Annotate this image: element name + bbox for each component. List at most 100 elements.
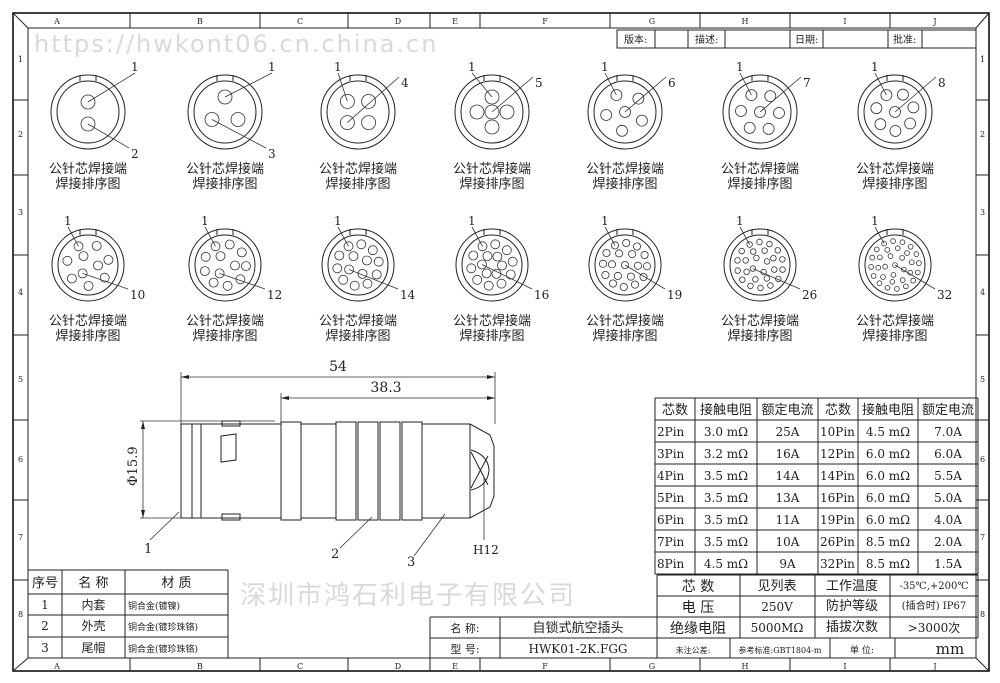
row-label: 6	[18, 455, 23, 464]
pin-hole	[739, 276, 746, 283]
pin-hole	[916, 260, 922, 266]
spec-cell: 16Pin	[820, 491, 855, 505]
pin-last-label: 14	[400, 288, 416, 302]
spec-cell: 32Pin	[820, 557, 855, 571]
pin-caption-line2: 焊接排序图	[592, 328, 657, 344]
watermark-url: https://hwkont06.cn.china.cn	[34, 30, 438, 58]
spec-cell: 3Pin	[657, 447, 685, 461]
parts-header: 名 称	[78, 575, 108, 591]
pin-caption-line2: 焊接排序图	[862, 328, 927, 344]
voltage-value: 250V	[761, 600, 793, 614]
insulation-label: 绝缘电阻	[670, 621, 726, 637]
pin-hole	[892, 262, 898, 268]
pin-hole	[873, 246, 880, 253]
pin-first-label: 1	[871, 60, 879, 74]
spec-cell: 5Pin	[657, 491, 685, 505]
pin-caption-line2: 焊接排序图	[459, 176, 524, 192]
column-label: E	[452, 17, 458, 26]
pin-hole	[611, 241, 620, 250]
pin-hole	[904, 250, 910, 256]
pin-hole	[367, 245, 378, 256]
pin-hole	[628, 250, 637, 259]
pin-hole	[621, 260, 630, 269]
overall-length-dimension: 54	[329, 359, 347, 375]
pin-last-label: 7	[803, 76, 811, 90]
cores-value: 见列表	[757, 579, 796, 594]
parts-cell: 铜合金(镀镍)	[128, 600, 180, 612]
pin-hole	[200, 251, 211, 262]
pin-hole	[622, 238, 631, 247]
tolerance-label: 未注公差:	[676, 645, 711, 655]
pin-caption-line1: 公针芯焊接端	[49, 161, 127, 177]
pin-hole	[887, 253, 894, 259]
pin-hole	[734, 267, 741, 274]
row-label: 2	[980, 130, 985, 139]
parts-cell: 铜合金(镀珍珠铬)	[128, 621, 198, 633]
column-label: H	[742, 17, 749, 26]
pin-hole	[773, 107, 785, 119]
pin-caption-line1: 公针芯焊接端	[856, 313, 934, 329]
pin-hole	[361, 255, 372, 266]
spec-cell: 3.5 mΩ	[704, 491, 748, 505]
pin-hole	[601, 270, 610, 279]
pin-first-label: 1	[334, 214, 342, 228]
pin-hole	[230, 112, 246, 127]
description-label: 描述:	[695, 33, 718, 46]
pin-caption-line1: 公针芯焊接端	[186, 313, 264, 329]
spec-cell: 3.5 mΩ	[704, 469, 748, 483]
callout-h12: H12	[473, 543, 499, 557]
spec-cell: 4.5 mΩ	[866, 425, 910, 439]
pin-hole	[616, 124, 628, 137]
pin-hole	[343, 241, 354, 252]
pin-caption-line1: 公针芯焊接端	[721, 161, 799, 177]
pin-hole	[338, 274, 349, 285]
pin-hole	[73, 241, 84, 252]
pin-first-label: 1	[131, 60, 139, 74]
pin-caption-line1: 公针芯焊接端	[319, 161, 397, 177]
pin-hole	[619, 282, 628, 291]
pin-hole	[640, 250, 649, 259]
pin-hole	[735, 105, 747, 117]
pin-hole	[91, 240, 102, 251]
pin-last-label: 26	[802, 288, 817, 302]
model-number: HWK01-2K.FGG	[529, 642, 628, 656]
spec-cell: 2Pin	[657, 425, 685, 439]
pin-hole	[901, 266, 907, 273]
pin-hole	[894, 286, 900, 292]
pin-caption-line2: 焊接排序图	[325, 176, 390, 192]
row-label: 5	[980, 375, 985, 384]
pin-hole	[484, 119, 500, 135]
spec-cell: 6.0 mΩ	[866, 469, 910, 483]
pin-hole	[908, 259, 915, 266]
spec-cell: 3.0 mΩ	[704, 425, 748, 439]
pin-caption-line2: 焊接排序图	[459, 328, 524, 344]
pin-hole	[80, 116, 96, 132]
callout-1: 1	[144, 542, 152, 557]
pin-caption-line1: 公针芯焊接端	[586, 313, 664, 329]
pin-hole	[469, 104, 485, 120]
watermark-company: 深圳市鸿石利电子有限公司	[240, 581, 576, 611]
unit-value: mm	[936, 640, 964, 658]
pin-hole	[484, 104, 500, 120]
pin-hole	[633, 242, 642, 251]
pin-hole	[477, 241, 488, 252]
pin-first-label: 1	[601, 60, 609, 74]
pin-caption-line1: 公针芯焊接端	[586, 161, 664, 177]
column-label: C	[297, 17, 303, 26]
spec-cell: 13A	[776, 491, 800, 505]
pin-hole	[881, 240, 887, 247]
pin-hole	[99, 272, 110, 283]
spec-cell: 8.5 mΩ	[866, 557, 910, 571]
pin-first-label: 1	[601, 214, 609, 228]
pin-hole	[870, 273, 877, 279]
pin-first-label: 1	[201, 214, 209, 228]
pin-hole	[884, 284, 891, 291]
pin-hole	[745, 89, 758, 101]
parts-cell: 内套	[81, 598, 105, 612]
parts-cell: 1	[41, 598, 49, 612]
row-label: 1	[980, 55, 985, 64]
